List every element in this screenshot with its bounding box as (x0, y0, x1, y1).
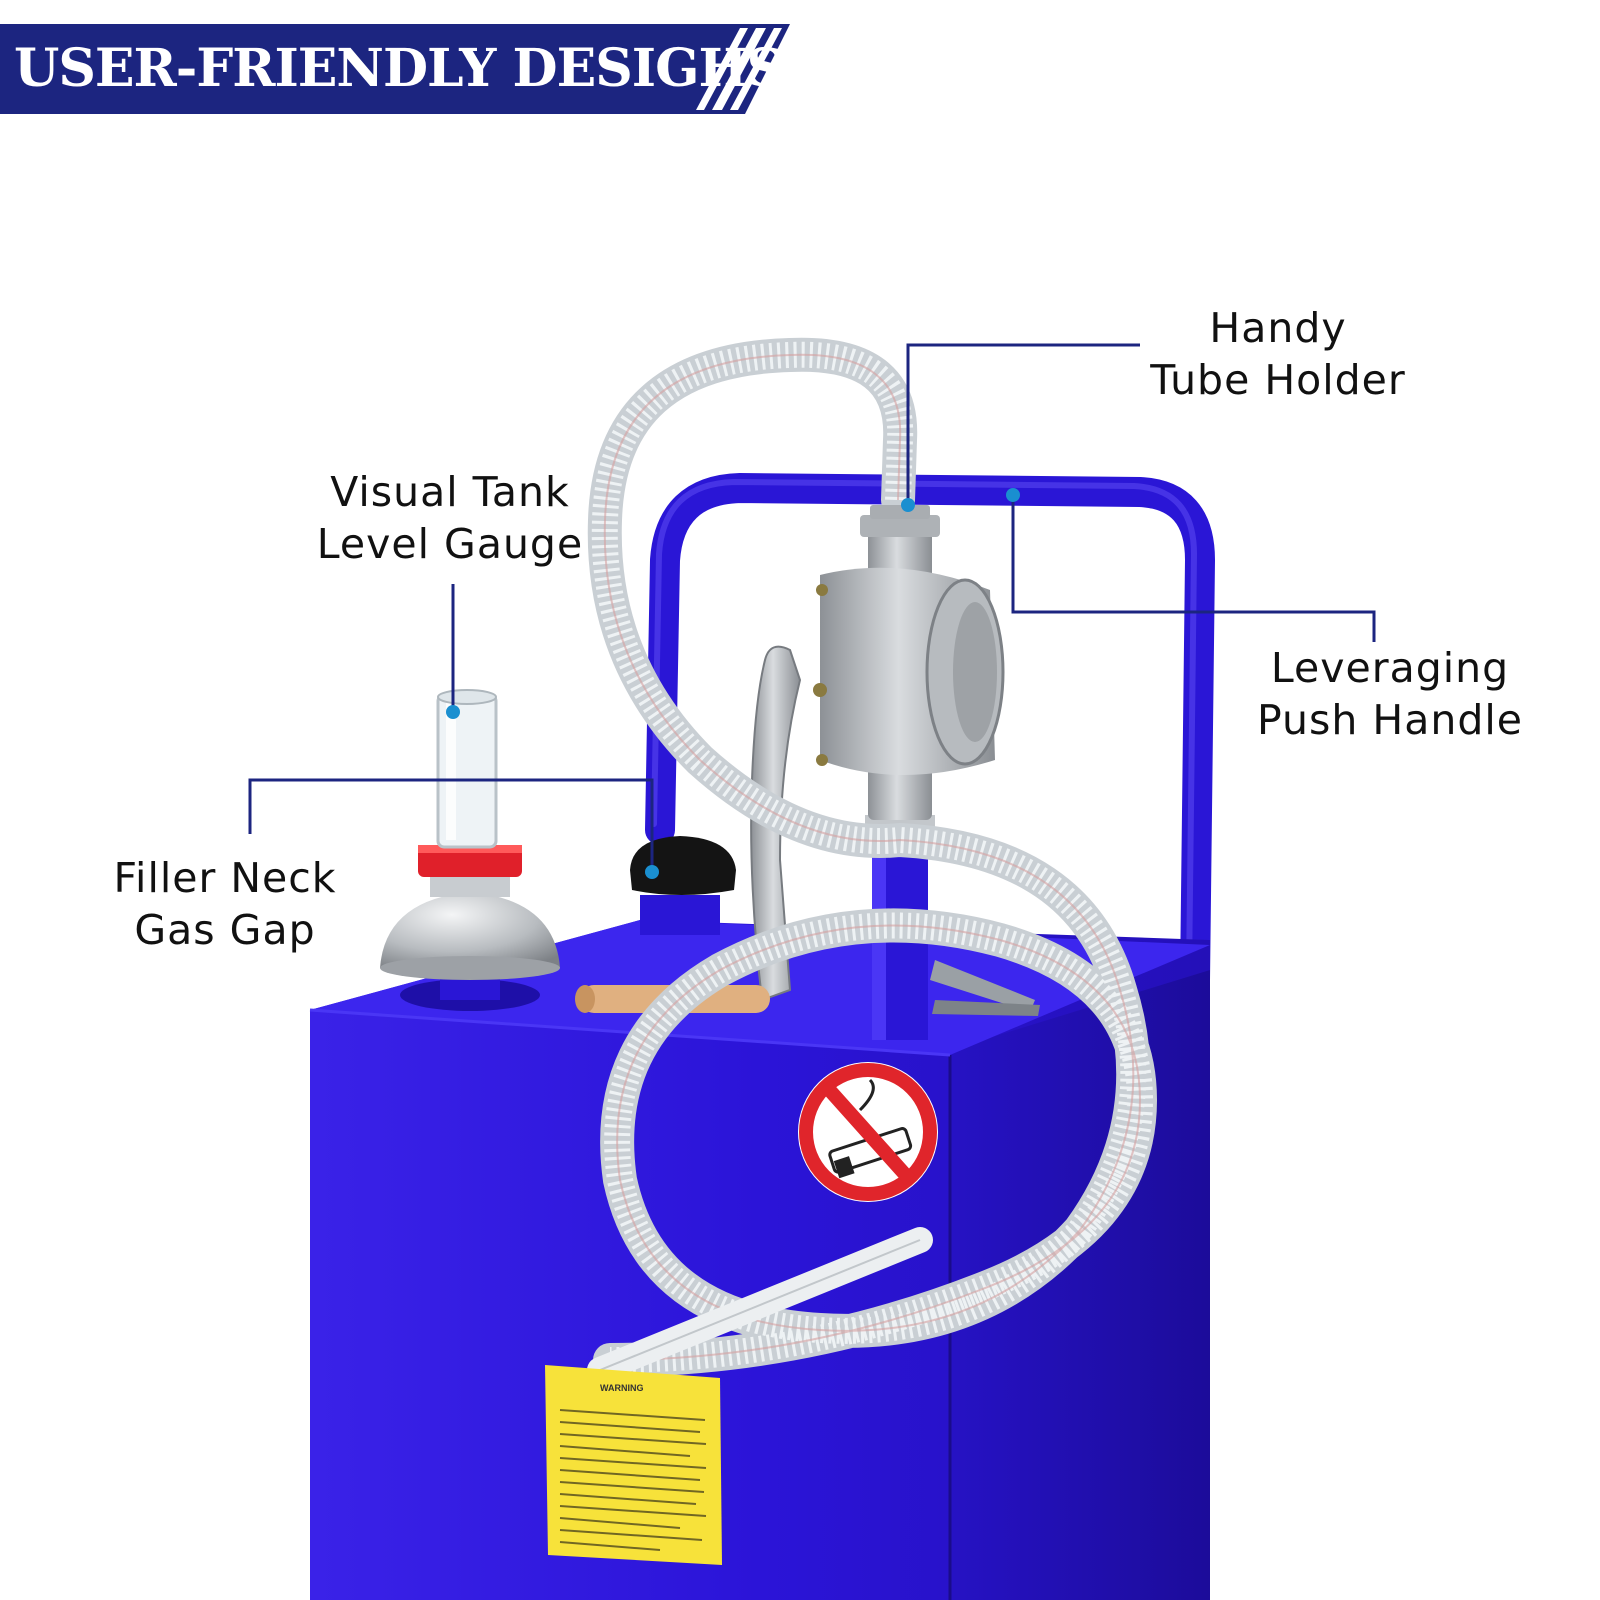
callout-tank-gauge-line2: Level Gauge (316, 520, 584, 568)
ground-clamp (930, 960, 1040, 1016)
leader-filler-neck (248, 778, 654, 870)
hand-pump (575, 515, 1005, 1013)
warning-heading: WARNING (600, 1383, 644, 1393)
tank-level-gauge (436, 689, 498, 849)
banner-background (0, 24, 790, 114)
warning-label (545, 1365, 722, 1565)
filler-neck (380, 845, 560, 1011)
callout-filler-neck-line2: Gas Gap (134, 906, 316, 954)
callout-tank-gauge: Visual Tank Level Gauge (300, 466, 600, 570)
transfer-hose (587, 337, 1158, 1383)
callout-push-handle-line2: Push Handle (1257, 696, 1523, 744)
callout-tube-holder-line1: Handy (1209, 304, 1347, 352)
callout-tube-holder-line2: Tube Holder (1150, 356, 1406, 404)
callout-markers (446, 488, 1020, 879)
marker-filler-neck (645, 865, 659, 879)
callout-tank-gauge-line1: Visual Tank (330, 468, 570, 516)
fuel-tank (309, 920, 1210, 1600)
hose-clamp (870, 505, 930, 519)
push-handle (645, 472, 1216, 995)
callout-push-handle: Leveraging Push Handle (1240, 642, 1540, 746)
no-smoking-sign (798, 1062, 938, 1202)
callout-leader-lines (248, 343, 1376, 870)
leader-tube-holder (906, 343, 1140, 503)
title-banner: USER-FRIENDLY DESIGHS (0, 24, 810, 114)
callout-filler-neck-line1: Filler Neck (113, 854, 337, 902)
callout-tube-holder: Handy Tube Holder (1128, 302, 1428, 406)
marker-push-handle (1006, 488, 1020, 502)
marker-tank-gauge (446, 705, 460, 719)
callout-push-handle-line1: Leveraging (1270, 644, 1510, 692)
black-cap (630, 836, 736, 935)
banner-title: USER-FRIENDLY DESIGHS (14, 38, 784, 99)
leader-push-handle (1011, 495, 1376, 642)
callout-filler-neck: Filler Neck Gas Gap (90, 852, 360, 956)
marker-tube-holder (901, 498, 915, 512)
